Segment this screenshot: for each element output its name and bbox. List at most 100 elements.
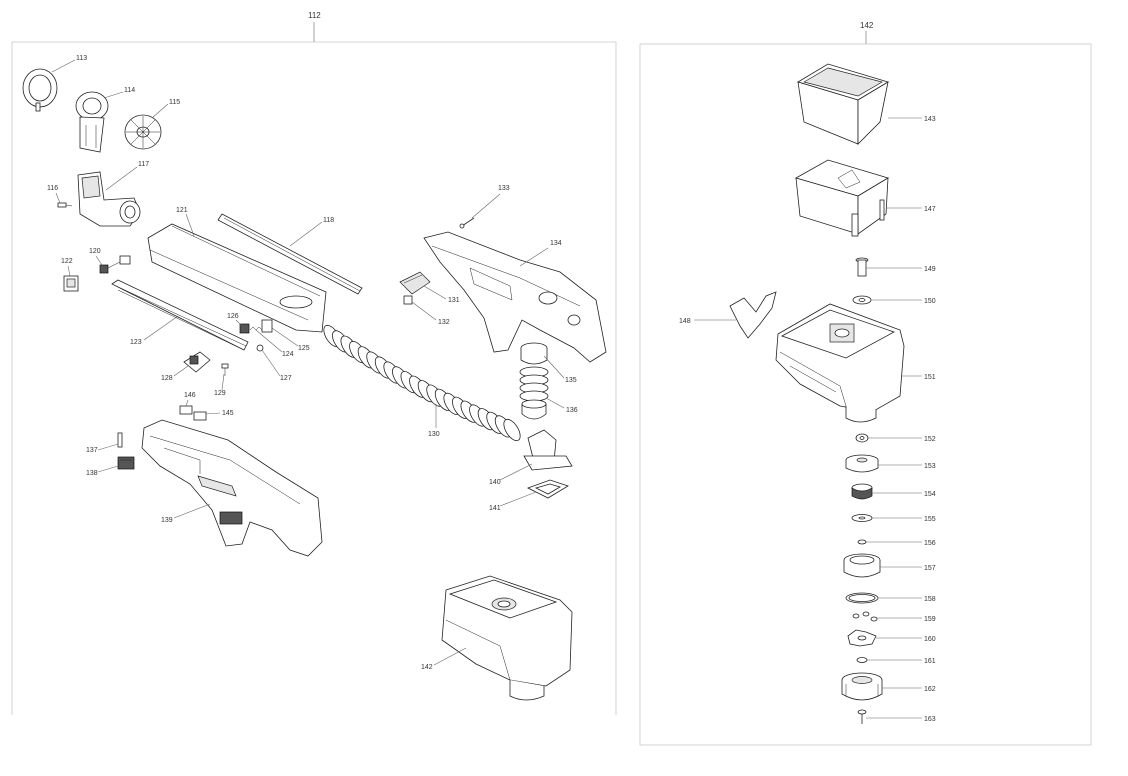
part-155-washer bbox=[851, 514, 873, 522]
part-134-housing bbox=[423, 231, 607, 363]
callout-159: 159 bbox=[924, 616, 936, 623]
part-151-dust-box bbox=[775, 303, 905, 423]
part-162-base bbox=[841, 672, 883, 701]
part-131-cover bbox=[399, 271, 431, 295]
part-142-dust-box-left bbox=[441, 575, 573, 701]
callout-142-left: 142 bbox=[421, 664, 433, 671]
callout-163: 163 bbox=[924, 716, 936, 723]
callout-137: 137 bbox=[86, 447, 98, 454]
callout-128: 128 bbox=[161, 375, 173, 382]
part-137-pin bbox=[117, 432, 123, 448]
callout-158: 158 bbox=[924, 596, 936, 603]
callout-115: 115 bbox=[169, 99, 180, 106]
part-129-screw bbox=[221, 363, 229, 376]
part-116-screw bbox=[57, 202, 73, 208]
callout-141: 141 bbox=[489, 505, 501, 512]
part-149-pin bbox=[855, 257, 869, 277]
callout-116: 116 bbox=[47, 185, 58, 192]
part-153-cap bbox=[845, 454, 879, 473]
part-157-housing-ring bbox=[843, 553, 881, 578]
callout-157: 157 bbox=[924, 565, 936, 572]
callout-152: 152 bbox=[924, 436, 936, 443]
part-163-screw bbox=[857, 709, 867, 724]
callout-126: 126 bbox=[227, 313, 239, 320]
callout-113: 113 bbox=[76, 55, 87, 62]
callout-129: 129 bbox=[214, 390, 226, 397]
part-113-ring-cap bbox=[22, 68, 58, 112]
callout-134: 134 bbox=[550, 240, 562, 247]
part-135-cap bbox=[520, 342, 548, 365]
callout-160: 160 bbox=[924, 636, 936, 643]
callout-140: 140 bbox=[489, 479, 501, 486]
callout-153: 153 bbox=[924, 463, 936, 470]
part-120-clip bbox=[99, 255, 131, 274]
hose-segment bbox=[503, 418, 521, 442]
callout-136: 136 bbox=[566, 407, 578, 414]
right-assembly-frame: 142 bbox=[639, 21, 1092, 746]
callout-122: 122 bbox=[61, 258, 73, 265]
part-132-spring bbox=[403, 295, 413, 305]
callout-120: 120 bbox=[89, 248, 101, 255]
callout-148: 148 bbox=[679, 318, 691, 325]
part-126-clip bbox=[239, 323, 250, 334]
callouts: 113 114 115 116 117 118 120 121 122 123 … bbox=[47, 55, 936, 723]
callout-121: 121 bbox=[176, 207, 188, 214]
callout-123: 123 bbox=[130, 339, 142, 346]
callout-146: 146 bbox=[184, 392, 196, 399]
assembly-label-112: 112 bbox=[308, 11, 321, 20]
part-130-bellows-hose bbox=[323, 324, 521, 442]
part-128-clip bbox=[183, 351, 211, 373]
callout-135: 135 bbox=[565, 377, 577, 384]
part-136-spring-sleeve bbox=[519, 366, 549, 420]
callout-156: 156 bbox=[924, 540, 936, 547]
part-127-washer bbox=[256, 344, 264, 352]
part-150-washer bbox=[852, 295, 872, 305]
callout-150: 150 bbox=[924, 298, 936, 305]
part-160-star-plate bbox=[847, 629, 877, 647]
left-assembly-frame: 112 bbox=[11, 11, 617, 715]
callout-124: 124 bbox=[282, 351, 294, 358]
part-115-fan-disc bbox=[124, 114, 162, 150]
callout-125: 125 bbox=[298, 345, 310, 352]
callout-139: 139 bbox=[161, 517, 173, 524]
part-148-bracket bbox=[729, 291, 777, 339]
callout-151: 151 bbox=[924, 374, 936, 381]
part-124-spring bbox=[249, 326, 263, 331]
callout-127: 127 bbox=[280, 375, 292, 382]
part-146-pad bbox=[179, 405, 193, 415]
callout-162: 162 bbox=[924, 686, 936, 693]
part-156-small-ring bbox=[857, 539, 867, 545]
callout-117: 117 bbox=[138, 161, 149, 168]
callout-155: 155 bbox=[924, 516, 936, 523]
part-123-long-rail bbox=[111, 279, 249, 351]
callout-118: 118 bbox=[323, 217, 334, 224]
callout-145: 145 bbox=[222, 410, 234, 417]
callout-132: 132 bbox=[438, 319, 450, 326]
callout-154: 154 bbox=[924, 491, 936, 498]
part-145-pad bbox=[193, 411, 207, 421]
part-159-small-parts bbox=[852, 611, 878, 622]
part-143-filter bbox=[797, 63, 889, 145]
part-161-ring bbox=[856, 657, 868, 663]
assembly-label-142: 142 bbox=[860, 21, 874, 30]
part-154-ring bbox=[851, 483, 873, 500]
callout-143: 143 bbox=[924, 116, 936, 123]
part-152-nut bbox=[855, 433, 869, 443]
callout-161: 161 bbox=[924, 658, 936, 665]
part-158-o-ring bbox=[845, 592, 879, 604]
part-133-screw bbox=[459, 217, 475, 229]
part-147-filter-frame bbox=[794, 159, 889, 237]
callout-147: 147 bbox=[924, 206, 936, 213]
part-138-block bbox=[117, 456, 135, 470]
callout-130: 130 bbox=[428, 431, 440, 438]
callout-131: 131 bbox=[448, 297, 460, 304]
part-125-plate bbox=[261, 319, 273, 333]
part-122-block bbox=[63, 275, 79, 292]
part-117-nozzle bbox=[77, 171, 141, 227]
part-139-housing bbox=[141, 419, 323, 557]
part-121-long-cover bbox=[147, 223, 327, 333]
callout-114: 114 bbox=[124, 87, 135, 94]
part-118-rail bbox=[217, 213, 363, 295]
part-140-elbow bbox=[523, 429, 573, 471]
